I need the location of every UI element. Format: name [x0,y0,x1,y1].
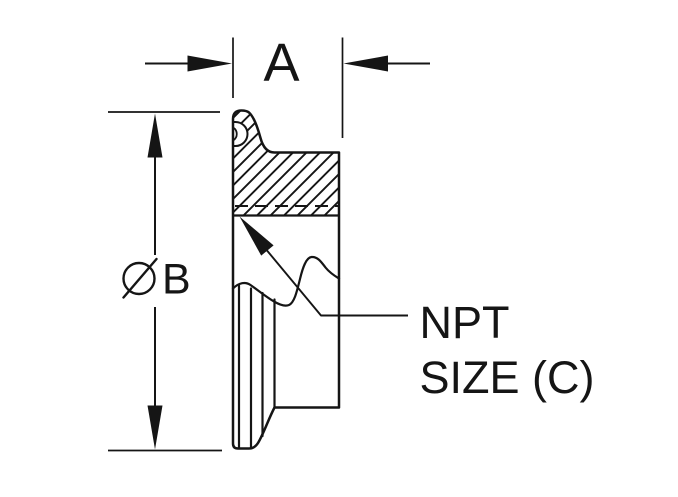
dim-b-arrow-up-icon [147,113,163,158]
npt-callout-line1: NPT [420,297,510,348]
diameter-symbol [122,257,158,299]
npt-callout-line2: SIZE (C) [420,352,595,403]
ferrule-profile-lines [237,284,276,450]
break-line [231,255,341,307]
dimension-b: B [108,111,222,452]
dim-a-label: A [263,33,299,93]
section-hatch-area [233,110,339,216]
dimension-a: A [145,33,430,138]
leader-arrowhead-icon [239,216,274,256]
npt-leader-line [239,216,408,317]
part-outline [231,109,341,450]
dim-b-label: B [162,256,191,304]
dim-a-arrow-left-icon [343,55,388,72]
dim-b-arrow-down-icon [147,405,163,450]
dim-a-arrow-right-icon [187,55,232,72]
npt-callout: NPT SIZE (C) [420,297,595,403]
gasket-groove-detail [232,121,249,147]
